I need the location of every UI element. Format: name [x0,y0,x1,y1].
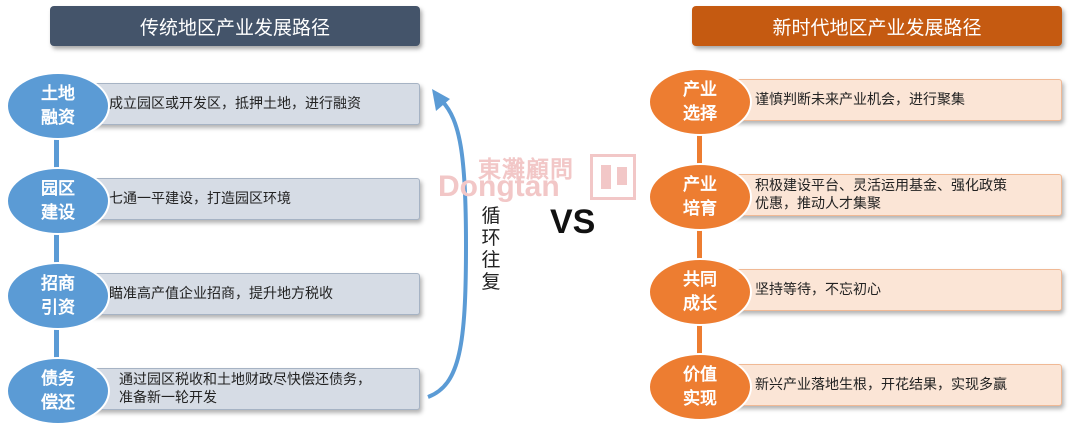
watermark-chinese: 東灘顧問 [478,156,574,182]
step-description: 坚持等待，不忘初心 [755,282,881,298]
step-description-line2: 优惠，推动人才集聚 [755,196,881,212]
step-description-box: 通过园区税收和土地财政尽快偿还债务， 准备新一轮开发 [52,368,420,410]
seal-icon [590,154,636,200]
vs-label: VS [550,203,596,241]
traditional-step-4: 债务 偿还 通过园区税收和土地财政尽快偿还债务， 准备新一轮开发 [6,357,420,425]
new-era-path-header: 新时代地区产业发展路径 [692,6,1062,46]
traditional-step-3: 招商 引资 瞄准高产值企业招商，提升地方税收 [6,262,420,330]
step-description-box: 七通一平建设，打造园区环境 [52,178,420,220]
new-era-step-2: 产业 培育 积极建设平台、灵活运用基金、强化政策 优惠，推动人才集聚 [648,163,1062,231]
step-circle: 园区 建设 [6,167,110,235]
step-circle: 产业 培育 [648,163,752,231]
new-era-step-1: 产业 选择 谨慎判断未来产业机会，进行聚集 [648,68,1062,136]
step-description: 谨慎判断未来产业机会，进行聚集 [755,92,965,108]
cycle-label: 循环往复 [481,205,501,293]
step-description: 新兴产业落地生根，开花结果，实现多赢 [755,377,1007,393]
step-description: 七通一平建设，打造园区环境 [109,191,291,207]
left-step-connector [54,120,59,380]
step-description-box: 积极建设平台、灵活运用基金、强化政策 优惠，推动人才集聚 [694,174,1062,216]
traditional-path-title: 传统地区产业发展路径 [139,16,330,39]
step-description-box: 坚持等待，不忘初心 [694,269,1062,311]
new-era-path-title: 新时代地区产业发展路径 [772,16,982,39]
step-circle: 土地 融资 [6,72,110,140]
traditional-path-header: 传统地区产业发展路径 [50,6,420,46]
traditional-step-1: 土地 融资 成立园区或开发区，抵押土地，进行融资 [6,72,420,140]
right-step-connector [697,120,702,380]
traditional-step-2: 园区 建设 七通一平建设，打造园区环境 [6,167,420,235]
step-description-box: 瞄准高产值企业招商，提升地方税收 [52,273,420,315]
new-era-step-4: 价值 实现 新兴产业落地生根，开花结果，实现多赢 [648,353,1062,421]
watermark-english: Dongtan [438,170,560,203]
step-circle: 共同 成长 [648,258,752,326]
cycle-arrow-icon [427,89,469,399]
new-era-step-3: 共同 成长 坚持等待，不忘初心 [648,258,1062,326]
step-circle: 产业 选择 [648,68,752,136]
step-description-line1: 积极建设平台、灵活运用基金、强化政策 [755,178,1007,194]
step-description: 瞄准高产值企业招商，提升地方税收 [109,286,333,302]
step-circle: 价值 实现 [648,353,752,421]
step-circle: 债务 偿还 [6,357,110,425]
step-description: 成立园区或开发区，抵押土地，进行融资 [109,96,361,112]
step-description-box: 成立园区或开发区，抵押土地，进行融资 [52,83,420,125]
step-description-line1: 通过园区税收和土地财政尽快偿还债务， [119,372,371,388]
step-description-line2: 准备新一轮开发 [119,390,217,406]
step-description-box: 新兴产业落地生根，开花结果，实现多赢 [694,364,1062,406]
step-circle: 招商 引资 [6,262,110,330]
